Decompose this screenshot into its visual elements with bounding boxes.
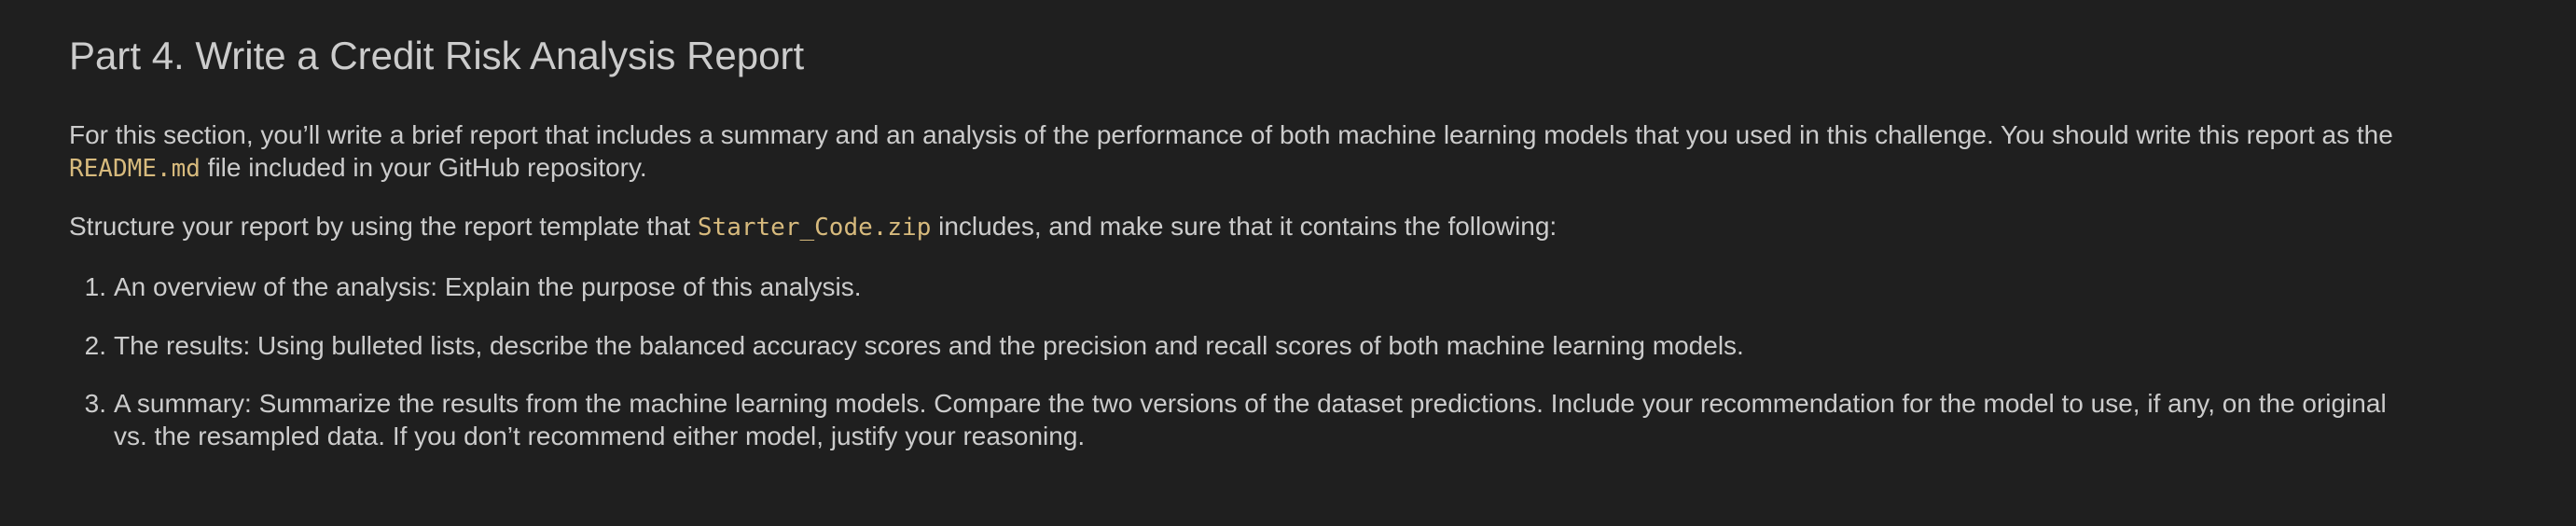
intro-paragraph: For this section, you’ll write a brief r… xyxy=(69,118,2393,186)
readme-code: README.md xyxy=(69,155,201,183)
intro-line-2: file included in your GitHub repository. xyxy=(200,153,647,182)
list-number-2: 2. xyxy=(84,331,106,360)
list-text-2: The results: Using bulleted lists, descr… xyxy=(114,331,1744,360)
structure-before: Structure your report by using the repor… xyxy=(69,212,698,241)
structure-after: includes, and make sure that it contains… xyxy=(931,212,1558,241)
list-number-1: 1. xyxy=(84,272,106,301)
section-heading: Part 4. Write a Credit Risk Analysis Rep… xyxy=(69,34,805,77)
list-text-1: An overview of the analysis: Explain the… xyxy=(114,272,862,301)
list-number-3: 3. xyxy=(84,389,106,418)
list-item-2: 2. The results: Using bulleted lists, de… xyxy=(85,329,1744,362)
list-text-3: A summary: Summarize the results from th… xyxy=(114,389,2387,418)
starter-code-code: Starter_Code.zip xyxy=(697,214,932,242)
list-item-1: 1. An overview of the analysis: Explain … xyxy=(85,270,862,303)
structure-paragraph: Structure your report by using the repor… xyxy=(69,210,1557,244)
intro-line-1: For this section, you’ll write a brief r… xyxy=(69,120,2393,149)
list-item-3: 3. A summary: Summarize the results from… xyxy=(85,387,2387,452)
list-text-3-line-2: vs. the resampled data. If you don’t rec… xyxy=(114,422,1086,450)
